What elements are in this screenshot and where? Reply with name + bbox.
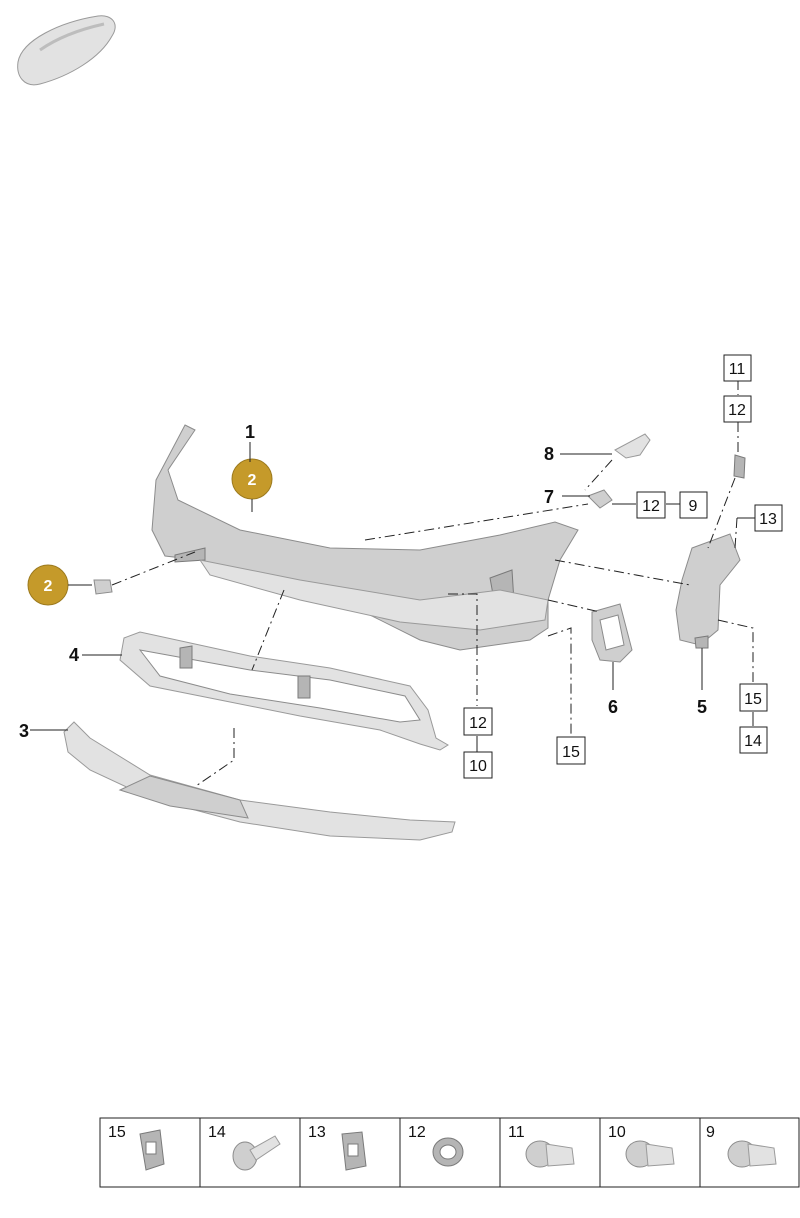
ref-box-9[interactable]: 9 xyxy=(679,491,708,519)
callout-3: 3 xyxy=(19,721,29,741)
clip-nut-icon xyxy=(341,1131,367,1171)
ref-box-13[interactable]: 13 xyxy=(754,504,783,532)
parts-strip-item-11[interactable]: 11 xyxy=(508,1124,575,1168)
svg-text:10: 10 xyxy=(608,1124,626,1141)
svg-text:12: 12 xyxy=(469,715,487,732)
part-2-badge-upper[interactable]: 2 xyxy=(231,458,273,500)
svg-text:15: 15 xyxy=(108,1124,126,1141)
spring-nut-icon xyxy=(139,1129,165,1171)
ref-box-11[interactable]: 11 xyxy=(723,354,752,382)
vehicle-thumbnail-icon xyxy=(17,15,116,86)
ref-box-12[interactable]: 12 xyxy=(723,395,752,423)
parts-strip-item-14[interactable]: 14 xyxy=(208,1124,281,1171)
svg-text:13: 13 xyxy=(308,1124,326,1141)
parking-sensor-icon xyxy=(625,1140,675,1168)
ref-box-14[interactable]: 14 xyxy=(739,726,768,754)
callout-6: 6 xyxy=(608,697,618,717)
side-bracket-part[interactable] xyxy=(675,454,746,649)
ref-box-15[interactable]: 15 xyxy=(556,736,586,765)
svg-text:11: 11 xyxy=(508,1124,525,1141)
svg-text:14: 14 xyxy=(208,1124,226,1141)
ref-box-12[interactable]: 12 xyxy=(636,491,666,519)
parts-strip-item-12[interactable]: 12 xyxy=(408,1124,464,1167)
part-2-badge-label: 2 xyxy=(44,578,53,595)
expanding-rivet-icon xyxy=(232,1135,281,1171)
callout-5: 5 xyxy=(697,697,707,717)
callout-4: 4 xyxy=(69,645,79,665)
svg-text:15: 15 xyxy=(562,744,580,761)
svg-text:9: 9 xyxy=(706,1124,715,1141)
part-2-badge-label: 2 xyxy=(248,472,257,489)
callout-1: 1 xyxy=(245,422,255,442)
parking-sensor-icon xyxy=(727,1140,777,1168)
svg-text:11: 11 xyxy=(729,361,746,378)
svg-text:14: 14 xyxy=(744,733,762,750)
parts-strip-item-9[interactable]: 9 xyxy=(706,1124,777,1168)
parts-strip-item-10[interactable]: 10 xyxy=(608,1124,675,1168)
svg-text:12: 12 xyxy=(728,402,746,419)
ref-box-12[interactable]: 12 xyxy=(463,707,493,736)
callout-8: 8 xyxy=(544,444,554,464)
svg-text:10: 10 xyxy=(469,758,487,775)
part-2-badge-left[interactable]: 2 xyxy=(27,564,69,606)
bumper-cover-part[interactable] xyxy=(151,424,579,651)
callout-7: 7 xyxy=(544,487,554,507)
svg-text:12: 12 xyxy=(642,498,660,515)
ref-box-15[interactable]: 15 xyxy=(739,683,768,712)
svg-text:12: 12 xyxy=(408,1124,426,1141)
grille-frame-part[interactable] xyxy=(119,631,449,751)
svg-text:15: 15 xyxy=(744,691,762,708)
parts-strip-item-13[interactable]: 13 xyxy=(308,1124,367,1171)
lower-spoiler-part[interactable] xyxy=(63,721,456,841)
sealing-ring-icon xyxy=(432,1137,464,1167)
svg-text:9: 9 xyxy=(689,498,698,515)
reinforcement-strip-part[interactable] xyxy=(614,433,651,459)
svg-text:13: 13 xyxy=(759,511,777,528)
bracket-part[interactable] xyxy=(591,603,633,663)
ref-box-10[interactable]: 10 xyxy=(463,751,493,779)
parking-sensor-icon xyxy=(525,1140,575,1168)
parts-strip-item-15[interactable]: 15 xyxy=(108,1124,165,1171)
parts-strip: 15 14 13 12 xyxy=(99,1117,800,1188)
cover-cap-part[interactable] xyxy=(93,579,113,595)
holder-part[interactable] xyxy=(587,489,613,509)
